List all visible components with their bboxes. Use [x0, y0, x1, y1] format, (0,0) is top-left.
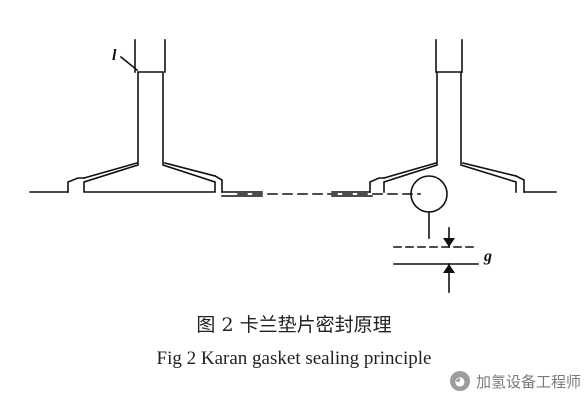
gap-arrow-down [443, 238, 455, 247]
label-g: g [483, 248, 492, 265]
watermark: ◕ 加氢设备工程师 [450, 368, 586, 394]
gap-dimension [393, 227, 479, 293]
wechat-icon: ◕ [450, 371, 470, 391]
watermark-text: 加氢设备工程师 [476, 372, 582, 391]
detail-circle [410, 175, 448, 213]
right-flange-body [383, 71, 517, 193]
right-taper-inner-a [383, 162, 437, 179]
right-flange [331, 39, 557, 197]
left-flange-lip-right [213, 174, 223, 193]
label-l: l [112, 47, 117, 64]
caption-chinese: 图 2 卡兰垫片密封原理 [196, 314, 392, 336]
right-flange-lip-right [514, 174, 525, 193]
right-taper-inner-b [462, 162, 517, 177]
left-taper-inner-a [83, 162, 138, 179]
gap-arrow-up [443, 264, 455, 273]
label-l-leader [119, 55, 139, 72]
caption-english: Fig 2 Karan gasket sealing principle [156, 348, 432, 369]
left-flange-lip [67, 177, 85, 193]
left-flange-body [83, 71, 216, 193]
right-flange-lip [369, 177, 385, 193]
left-flange [29, 39, 263, 197]
left-taper-inner-b [164, 162, 216, 177]
